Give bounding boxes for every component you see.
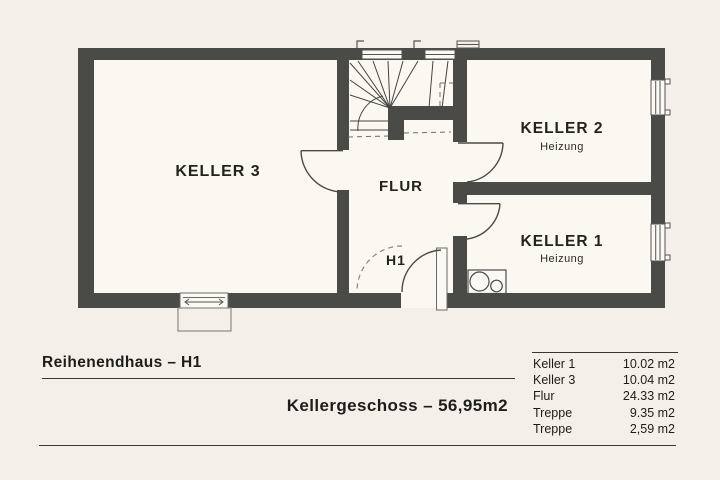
window-keller2: [650, 79, 666, 116]
area-table-row: Keller 3 10.04 m2: [533, 372, 675, 388]
boiler-symbol: [467, 269, 507, 295]
window-keller1: [650, 223, 666, 262]
room-label-h1: H1: [386, 252, 406, 268]
area-table-row: Keller 1 10.02 m2: [533, 356, 675, 372]
wall-left: [78, 48, 94, 308]
room-sublabel-keller2: Heizung: [540, 141, 584, 153]
window-bottom: [177, 292, 232, 332]
sheet-subtitle: Kellergeschoss – 56,95m2: [286, 396, 508, 415]
area-table-top-rule: [532, 352, 678, 354]
area-table-row: Flur 24.33 m2: [533, 388, 675, 404]
area-table: Keller 1 10.02 m2 Keller 3 10.04 m2 Flur…: [533, 356, 675, 437]
wall-bottom-2: [228, 293, 401, 308]
area-table-row: Treppe 9.35 m2: [533, 405, 675, 421]
wall-bottom-3: [447, 293, 665, 308]
stair-winder-curve: [357, 95, 384, 132]
stair-dashed-lines: [347, 82, 453, 138]
room-label-keller3: KELLER 3: [175, 163, 260, 180]
walls: [78, 48, 665, 308]
door-keller2: [458, 142, 504, 183]
wall-keller1-keller2: [453, 182, 665, 195]
door-entrance-h1: [356, 245, 448, 311]
title-underline: [42, 378, 515, 380]
area-table-row: Treppe 2,59 m2: [533, 421, 675, 437]
wall-stair-stub-h: [388, 106, 467, 120]
light-well: [177, 307, 232, 332]
floor-area: [78, 48, 665, 308]
area-room-name: Keller 1: [533, 357, 576, 371]
entrance-door-leaf: [436, 247, 448, 311]
door-keller3: [300, 149, 344, 193]
area-room-value: 10.02 m2: [622, 357, 675, 371]
room-label-flur: FLUR: [379, 178, 423, 195]
room-label-keller2: KELLER 2: [521, 120, 604, 137]
window-flag-1: [356, 40, 364, 49]
wall-bottom-1: [78, 293, 180, 308]
sheet-title: Reihenendhaus – H1: [42, 354, 202, 371]
wall-stair-stub-v: [388, 106, 404, 140]
area-room-value: 2,59 m2: [629, 421, 675, 436]
staircase: [347, 60, 453, 138]
wall-flur-keller2-upper: [453, 60, 467, 142]
windows-right: [650, 78, 671, 262]
area-room-name: Treppe: [533, 421, 573, 436]
area-room-value: 24.33 m2: [622, 389, 675, 404]
room-label-keller1: KELLER 1: [521, 233, 604, 250]
room-sublabel-keller1: Heizung: [540, 253, 584, 265]
wall-keller3-flur-upper: [337, 60, 349, 150]
footer-bottom-rule: [39, 445, 676, 447]
door-keller1: [458, 202, 501, 240]
doors: [300, 142, 504, 311]
wall-keller3-flur-lower: [337, 190, 349, 293]
window-flag-2: [413, 40, 421, 49]
area-room-name: Flur: [533, 389, 555, 404]
windows-top: [356, 40, 480, 60]
area-room-value: 10.04 m2: [622, 373, 675, 388]
area-room-name: Treppe: [533, 405, 573, 420]
wall-flur-keller1-lower: [453, 236, 467, 293]
area-room-name: Keller 3: [533, 373, 576, 388]
area-room-value: 9.35 m2: [629, 405, 675, 420]
